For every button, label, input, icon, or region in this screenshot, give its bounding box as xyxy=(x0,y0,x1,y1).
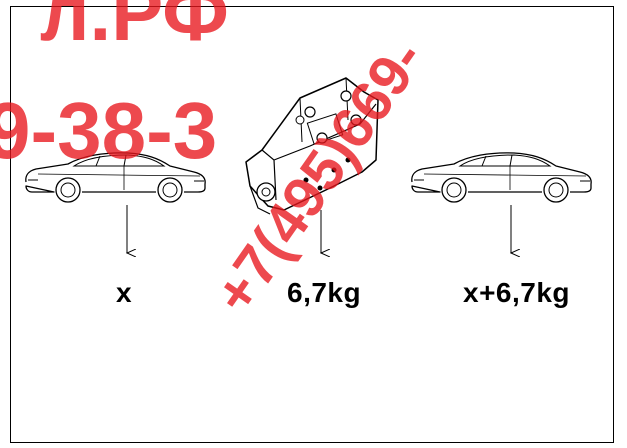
label-left: x xyxy=(116,277,133,308)
bracket-part-illustration xyxy=(245,77,379,215)
label-center: 6,7kg xyxy=(287,277,362,308)
car-right-illustration xyxy=(411,152,592,203)
watermark-line-1: л.РФ xyxy=(40,0,229,57)
watermark-line-2: 9-38-3 xyxy=(0,86,217,175)
label-right: x+6,7kg xyxy=(463,277,571,308)
diagram-frame xyxy=(10,6,614,443)
